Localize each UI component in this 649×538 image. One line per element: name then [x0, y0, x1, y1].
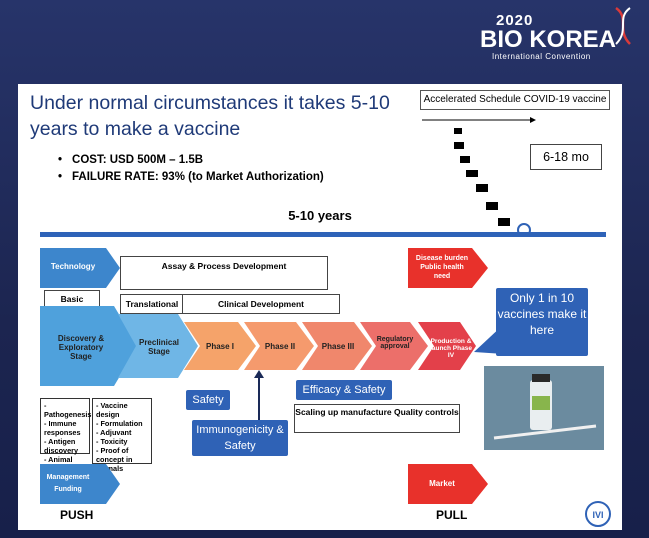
- logo-name: BIO KOREA: [480, 26, 617, 53]
- market-arrow: [408, 464, 488, 504]
- years-label: 5-10 years: [288, 208, 352, 223]
- bullet-failure: FAILURE RATE: 93% (to Market Authorizati…: [58, 169, 324, 186]
- list-discovery: - Pathogenesis - Immune responses - Anti…: [40, 398, 91, 473]
- pull-label: PULL: [436, 508, 468, 522]
- technology-label: Technology: [50, 262, 96, 271]
- bullet-list: COST: USD 500M – 1.5B FAILURE RATE: 93% …: [58, 152, 324, 186]
- immuno-arrow: [254, 370, 264, 420]
- accelerated-months: 6-18 mo: [530, 144, 602, 170]
- stage-chevrons: [40, 306, 476, 386]
- disease-label: Disease burden Public health need: [415, 255, 469, 280]
- market-label: Market: [429, 479, 455, 488]
- efficacy-label: Efficacy & Safety: [296, 380, 392, 400]
- management-arrow: [40, 464, 120, 504]
- translational-box: Translational: [120, 294, 184, 314]
- immunogenicity-label: Immunogenicity & Safety: [192, 420, 288, 456]
- management-label: Management Funding: [46, 474, 90, 493]
- safety-label: Safety: [186, 390, 230, 410]
- callout-only-1-in-10: Only 1 in 10 vaccines make it here: [496, 288, 588, 356]
- logo-subtitle: International Convention: [492, 52, 591, 61]
- clinical-dev-box: Clinical Development: [182, 294, 340, 314]
- technology-arrow: [40, 248, 120, 288]
- disease-arrow: [408, 248, 488, 288]
- scaling-box: Scaling up manufacture Quality controls: [294, 404, 460, 433]
- stage-discovery: Discovery & Exploratory Stage: [57, 334, 105, 361]
- stage-regulatory: Regulatory approval: [376, 336, 414, 350]
- accelerated-title: Accelerated Schedule COVID-19 vaccine: [420, 90, 610, 110]
- timeline-bar: [40, 232, 606, 237]
- slide: Under normal circumstances it takes 5-10…: [18, 84, 622, 530]
- slide-title: Under normal circumstances it takes 5-10…: [30, 92, 390, 140]
- list-preclinical: - Vaccine design - Formulation - Adjuvan…: [92, 398, 152, 473]
- stage-preclinical: Preclinical Stage: [138, 338, 180, 356]
- bio-korea-logo: 2020 BIO KOREA International Convention: [480, 6, 640, 62]
- bullet-cost: COST: USD 500M – 1.5B: [58, 152, 324, 169]
- dna-icon: [615, 6, 631, 45]
- ivi-logo-icon: IVI: [585, 501, 611, 527]
- stage-production: Production & launch Phase IV: [430, 338, 472, 359]
- stage-phase-1: Phase I: [205, 342, 234, 351]
- stage-phase-2: Phase II: [264, 342, 296, 351]
- vaccine-photo: [484, 366, 604, 450]
- logo-year: 2020: [496, 12, 534, 29]
- push-label: PUSH: [60, 508, 94, 522]
- svg-text:IVI: IVI: [592, 510, 603, 520]
- stage-phase-3: Phase III: [321, 342, 355, 351]
- assay-box: Assay & Process Development: [120, 256, 328, 290]
